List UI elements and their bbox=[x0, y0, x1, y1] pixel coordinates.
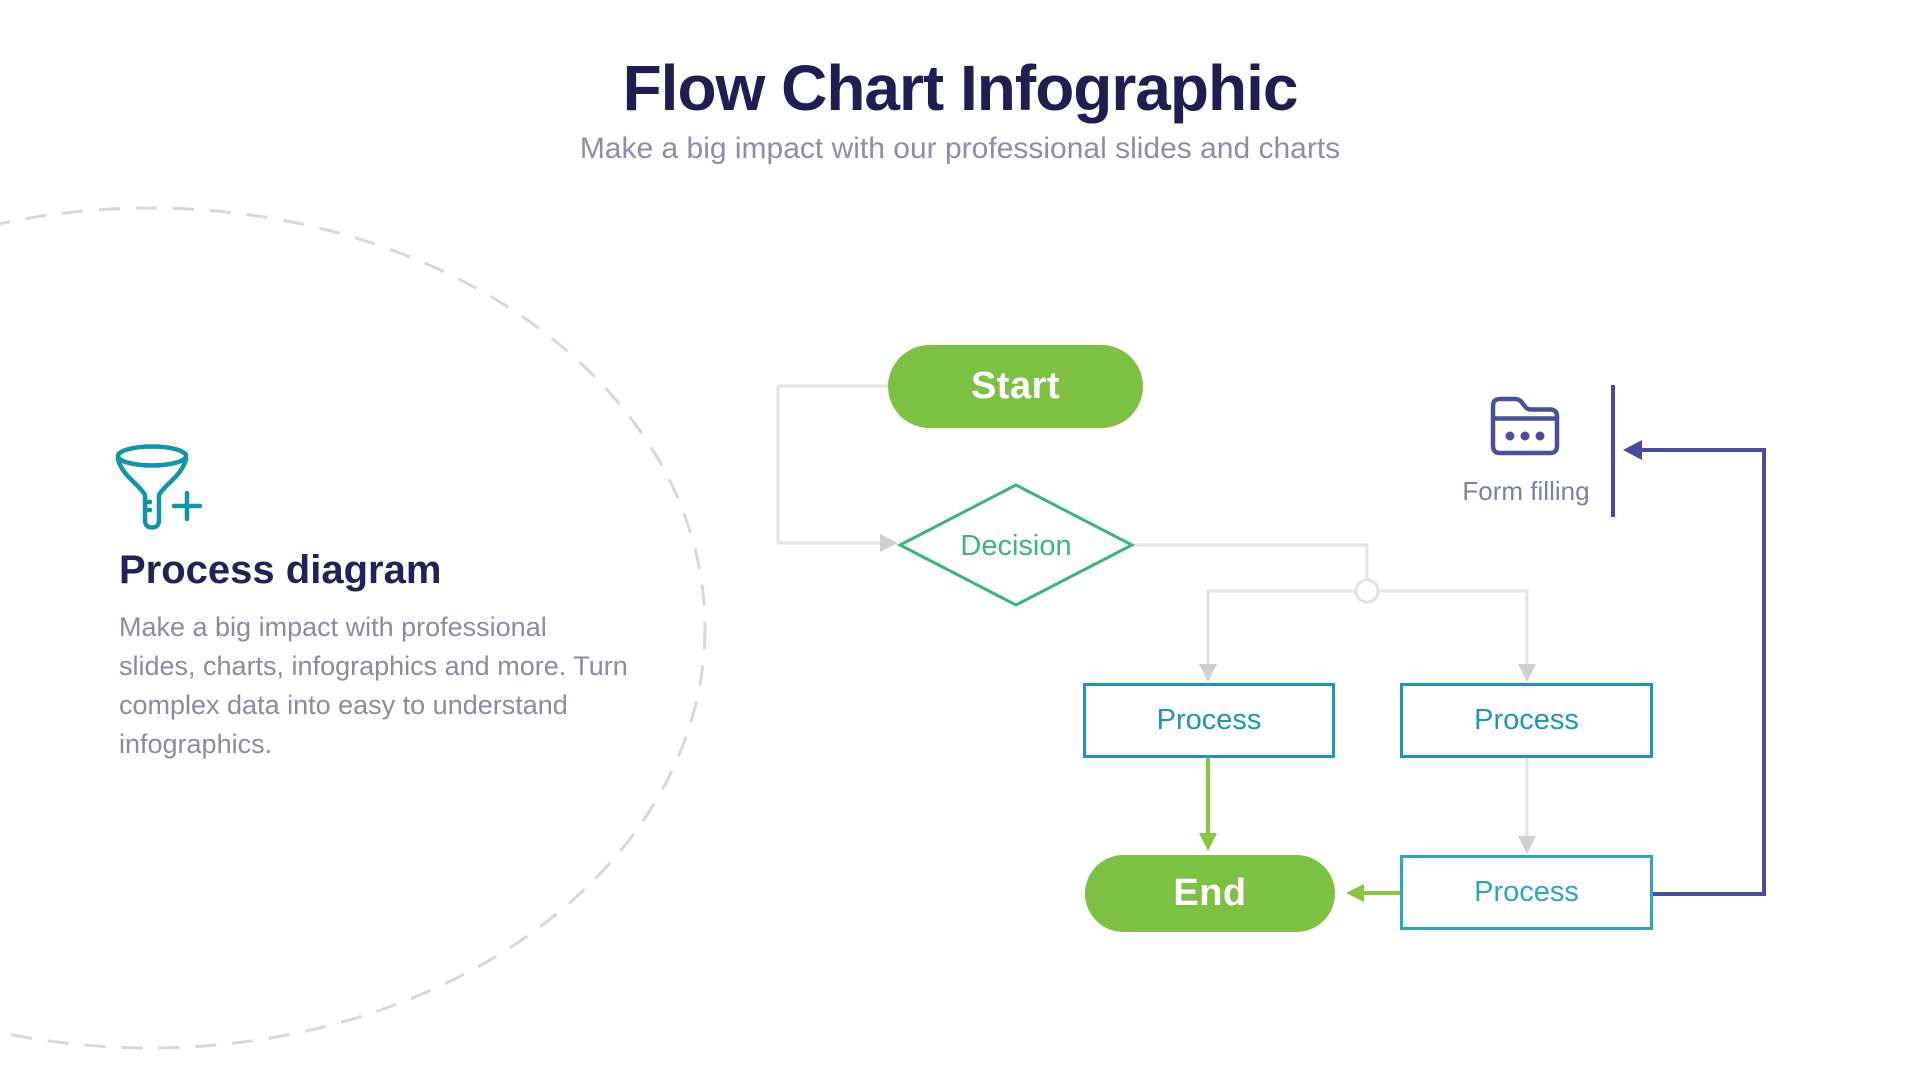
decision-label: Decision bbox=[960, 530, 1072, 562]
page-title: Flow Chart Infographic bbox=[622, 52, 1299, 124]
feature-body: Make a big impact with professional slid… bbox=[119, 608, 628, 764]
flow-node-end: End bbox=[1085, 855, 1335, 932]
arrowhead-into-decision bbox=[880, 534, 898, 552]
page-subtitle: Make a big impact with our professional … bbox=[579, 131, 1341, 165]
connector-decision-to-junction bbox=[1132, 543, 1369, 581]
process-label: Process bbox=[1474, 876, 1579, 908]
connector-junction-to-process-right bbox=[1377, 589, 1529, 666]
end-label: End bbox=[1173, 872, 1247, 914]
start-label: Start bbox=[970, 365, 1061, 407]
flow-node-process-bottom: Process bbox=[1400, 855, 1653, 930]
folder-icon bbox=[1490, 396, 1560, 456]
process-label: Process bbox=[1156, 704, 1262, 736]
connector-start-to-decision bbox=[776, 384, 888, 545]
flow-node-process-right: Process bbox=[1400, 683, 1653, 758]
feature-body-line: complex data into easy to understand bbox=[119, 690, 568, 720]
junction-circle bbox=[1354, 578, 1380, 604]
header: Flow Chart Infographic Make a big impact… bbox=[0, 0, 1920, 166]
connector-junction-to-process-left bbox=[1206, 589, 1357, 666]
annotation-label: Form filling bbox=[1462, 476, 1590, 506]
flow-node-start: Start bbox=[888, 345, 1143, 428]
arrowhead-into-end-right bbox=[1346, 884, 1364, 902]
feature-body-line: infographics. bbox=[119, 729, 273, 759]
flow-node-process-left: Process bbox=[1083, 683, 1335, 758]
arrowhead-into-annotation bbox=[1623, 440, 1642, 460]
feature-heading: Process diagram bbox=[119, 548, 442, 592]
arrowhead-into-process-left bbox=[1199, 664, 1217, 682]
arrowhead-into-process-right bbox=[1518, 664, 1536, 682]
process-label: Process bbox=[1474, 704, 1579, 736]
decision-diamond bbox=[896, 483, 1136, 607]
feature-body-line: slides, charts, infographics and more. T… bbox=[119, 651, 628, 681]
connector-process-bottom-to-annotation bbox=[1642, 448, 1766, 896]
feature-body-line: Make a big impact with professional bbox=[119, 612, 547, 642]
arrowhead-into-process-bottom bbox=[1518, 836, 1536, 854]
arrowhead-into-end-top bbox=[1199, 833, 1217, 851]
funnel-plus-icon bbox=[115, 444, 203, 530]
